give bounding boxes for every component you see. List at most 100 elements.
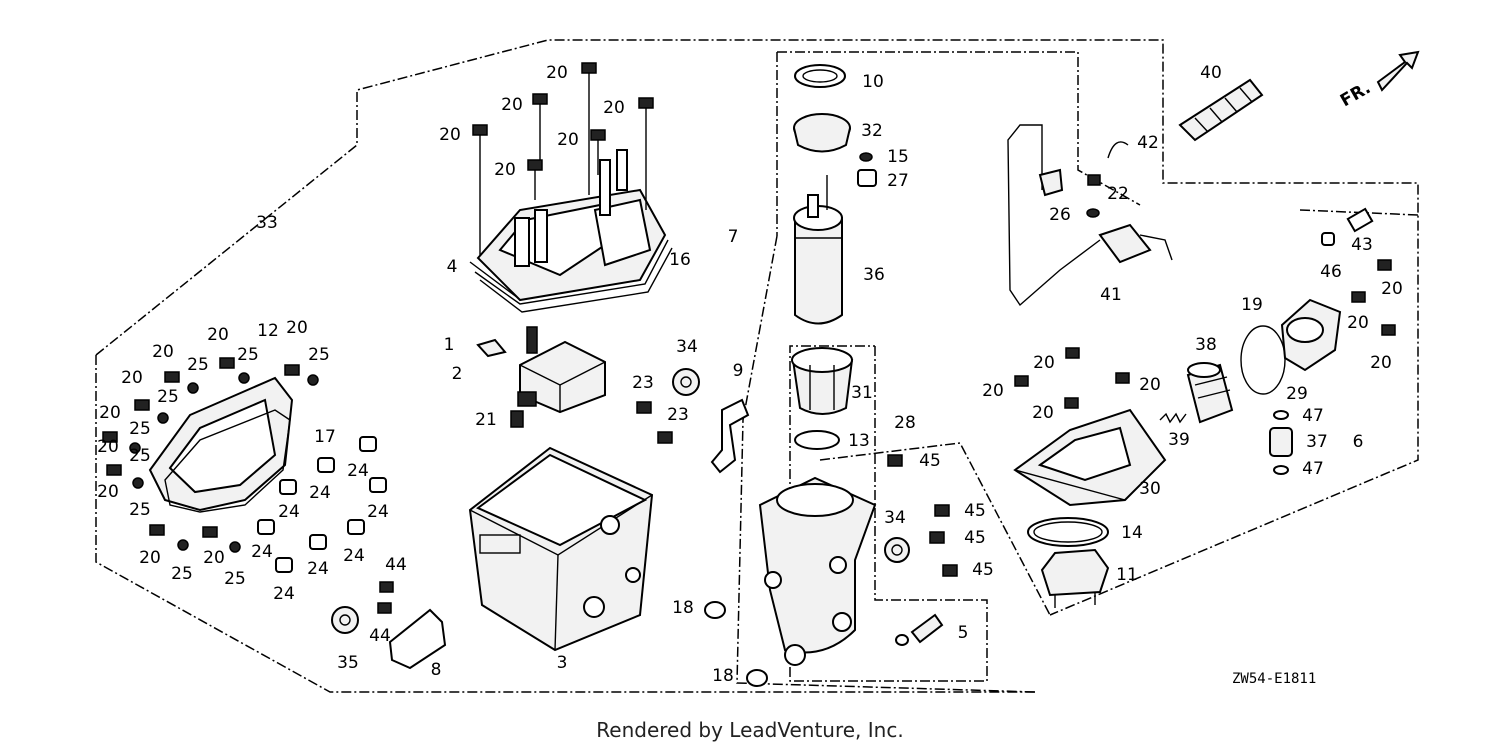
callout-c3: 3 [557, 653, 568, 673]
valve-part-5 [895, 613, 944, 646]
hose-part-40 [1178, 78, 1264, 142]
callout-c43: 43 [1351, 235, 1373, 255]
front-direction-arrow: FR. [1337, 50, 1420, 111]
fuel-pump-part-36[interactable] [793, 175, 843, 325]
callout-c42: 42 [1137, 133, 1159, 153]
callout-c16: 16 [669, 250, 691, 270]
callout-c15: 15 [887, 147, 909, 167]
callout-c20a: 20 [546, 63, 568, 83]
callout-c44b: 44 [369, 626, 391, 646]
oring-part-14 [1027, 517, 1109, 547]
filter-cap-part-29[interactable] [1280, 298, 1342, 372]
left-bolts-20-washers-25 [102, 357, 319, 553]
callout-c34b: 34 [884, 508, 906, 528]
callout-c20j: 20 [121, 368, 143, 388]
nut-part-35 [331, 606, 359, 634]
bolt-icon [590, 129, 606, 175]
callout-c20r: 20 [1370, 353, 1392, 373]
callout-c23b: 23 [667, 405, 689, 425]
callout-c39: 39 [1168, 430, 1190, 450]
float-chamber-part-3[interactable] [468, 446, 654, 652]
oring-part-13 [794, 430, 840, 450]
callout-c13: 13 [848, 431, 870, 451]
callout-c22: 22 [1107, 184, 1129, 204]
callout-c47a: 47 [1302, 406, 1324, 426]
callout-c45c: 45 [964, 528, 986, 548]
callout-c27: 27 [887, 171, 909, 191]
callout-c4: 4 [447, 257, 458, 277]
callout-c37: 37 [1306, 432, 1328, 452]
callout-c31: 31 [851, 383, 873, 403]
callout-c25f: 25 [129, 446, 151, 466]
callout-c24f: 24 [251, 542, 273, 562]
callout-c25h: 25 [171, 564, 193, 584]
callout-c25g: 25 [129, 500, 151, 520]
callout-c20u: 20 [982, 381, 1004, 401]
callout-c46: 46 [1320, 262, 1342, 282]
oring-part-18-a [704, 601, 726, 619]
oring-part-18-b [746, 669, 768, 687]
callout-c40: 40 [1200, 63, 1222, 83]
callout-c12: 12 [257, 321, 279, 341]
callout-c20e: 20 [557, 130, 579, 150]
callout-c20o: 20 [203, 548, 225, 568]
footer-credit: Rendered by LeadVenture, Inc. [596, 718, 904, 742]
callout-c19: 19 [1241, 295, 1263, 315]
callout-c25c: 25 [308, 345, 330, 365]
callout-c20b: 20 [501, 95, 523, 115]
callout-c20i: 20 [152, 342, 174, 362]
oring-part-15 [859, 152, 873, 162]
screws-part-44 [377, 581, 394, 614]
callout-c24h: 24 [273, 584, 295, 604]
callout-c20g: 20 [207, 325, 229, 345]
spring-part-39 [1159, 412, 1187, 424]
callout-c20t: 20 [1139, 375, 1161, 395]
screw-part-21 [510, 410, 524, 428]
filter-case-part-30[interactable] [1013, 408, 1167, 507]
callout-c24g: 24 [307, 559, 329, 579]
callout-c36: 36 [863, 265, 885, 285]
callout-c24b: 24 [309, 483, 331, 503]
bolt-icon [472, 124, 488, 255]
exploded-parts-diagram: FR. 332020202020204161221103215277363128… [95, 39, 1420, 693]
pump-housing-part-28[interactable] [758, 476, 877, 666]
callout-c47b: 47 [1302, 459, 1324, 479]
callout-c25i: 25 [224, 569, 246, 589]
callout-c24e: 24 [343, 546, 365, 566]
callout-c26: 26 [1049, 205, 1071, 225]
direction-label: FR. [1337, 78, 1374, 111]
callout-c33: 33 [256, 213, 278, 233]
float-part-11 [1040, 548, 1110, 608]
callout-c45b: 45 [964, 501, 986, 521]
callout-c23a: 23 [632, 373, 654, 393]
ring-part-10 [794, 64, 846, 88]
callout-c7: 7 [728, 227, 739, 247]
callout-c20c: 20 [603, 98, 625, 118]
washer-part-26 [1086, 208, 1100, 218]
nut-part-34-b [884, 537, 910, 563]
callout-c18b: 18 [712, 666, 734, 686]
upper-cover-part-4[interactable] [469, 149, 669, 305]
bolt-icon [638, 97, 654, 210]
bolt-icon [581, 62, 597, 195]
screw-part-22 [1087, 174, 1101, 186]
callout-c41: 41 [1100, 285, 1122, 305]
callout-c20h: 20 [286, 318, 308, 338]
callout-c45d: 45 [972, 560, 994, 580]
callout-c8: 8 [431, 660, 442, 680]
side-cover-part-12[interactable] [148, 376, 294, 512]
nut-part-34-a [672, 368, 700, 396]
module-part-2[interactable] [517, 340, 606, 414]
callout-c2: 2 [452, 364, 463, 384]
clip-part-1 [476, 326, 538, 358]
callout-c25e: 25 [129, 419, 151, 439]
gasket-part-17 [164, 409, 291, 513]
callout-c24d: 24 [278, 502, 300, 522]
bolt-icon [532, 93, 548, 160]
cap-part-32 [793, 113, 851, 153]
callout-c29: 29 [1286, 384, 1308, 404]
callout-c17: 17 [314, 427, 336, 447]
pipe-part-41[interactable] [1007, 124, 1173, 307]
filter-element-part-38[interactable] [1186, 362, 1234, 424]
bracket-part-8 [388, 608, 447, 670]
